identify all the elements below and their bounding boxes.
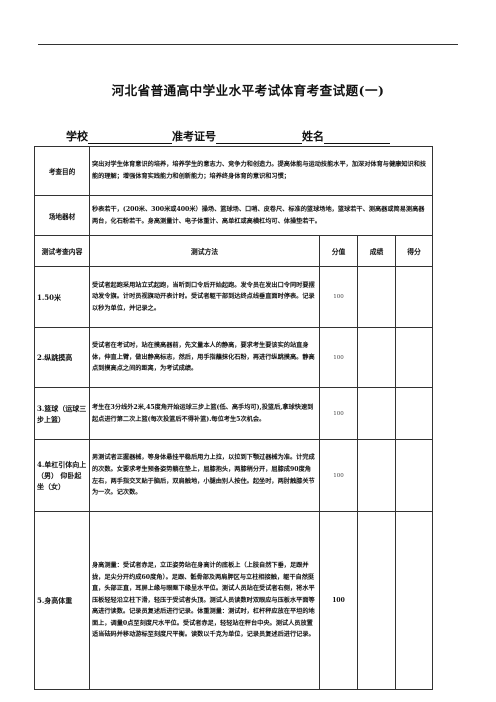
purpose-label: 考查目的 xyxy=(34,146,90,196)
table-row: 4.单杠引体向上（男） 仰卧起坐（女） 男测试者正握器械，等身体悬挂平稳后用力上… xyxy=(34,439,433,512)
row-method: 身高测量：受试者赤足，立正姿势站在身高计的底板上（上肢自然下垂，足跟并拢，足尖分… xyxy=(89,511,320,690)
row-points-cell[interactable] xyxy=(395,439,433,512)
col-header-points: 得分 xyxy=(395,235,433,267)
row-score: 100 xyxy=(319,511,358,690)
row-score: 100 xyxy=(319,327,358,388)
purpose-text: 突出对学生体育意识的培养，培养学生的意志力、竞争力和创造力。提高体能与运动技能水… xyxy=(89,146,433,196)
row-result-cell[interactable] xyxy=(357,327,396,388)
col-header-score: 分值 xyxy=(319,235,358,267)
row-score: 100 xyxy=(319,387,358,440)
row-item: 4.单杠引体向上（男） 仰卧起坐（女） xyxy=(34,439,90,512)
row-score: 100 xyxy=(319,439,358,512)
row-item: 2.纵跳摸高 xyxy=(34,327,90,388)
exam-number-blank[interactable] xyxy=(216,130,302,144)
school-blank[interactable] xyxy=(88,130,172,144)
row-method: 受试者在考试时，站在摸高器前，先文量本人的静高，要求考生要该实的站直身体，伸直上… xyxy=(89,327,320,388)
row-score: 100 xyxy=(319,266,358,328)
row-points-cell[interactable] xyxy=(395,387,433,440)
row-result-cell[interactable] xyxy=(357,439,396,512)
exam-table: 考查目的 突出对学生体育意识的培养，培养学生的意志力、竞争力和创造力。提高体能与… xyxy=(34,146,433,690)
row-points-cell[interactable] xyxy=(395,266,433,328)
row-result-cell[interactable] xyxy=(357,266,396,328)
school-label: 学校 xyxy=(66,130,88,143)
row-result-cell[interactable] xyxy=(357,511,396,690)
equipment-text: 秒表若干，(200米、300米或400米）操场、篮球场、口哨、皮卷尺、标准的篮球… xyxy=(89,195,433,236)
table-row: 2.纵跳摸高 受试者在考试时，站在摸高器前，先文量本人的静高，要求考生要该实的站… xyxy=(34,327,433,388)
row-item: 1.50米 xyxy=(34,266,90,328)
table-row: 5.身高体重 身高测量：受试者赤足，立正姿势站在身高计的底板上（上肢自然下垂，足… xyxy=(34,511,433,690)
exam-number-label: 准考证号 xyxy=(172,130,216,143)
table-row: 3.篮球（运球三步上篮） 考生在3分线外2米,45度角开始运球三步上篮(低、高手… xyxy=(34,387,433,440)
row-method: 受试者起跑采用站立式起跑，当听到口令后开始起跑。发令员在发出口令同时要摆动发令旗… xyxy=(89,266,320,328)
equipment-row: 场地器材 秒表若干，(200米、300米或400米）操场、篮球场、口哨、皮卷尺、… xyxy=(34,195,433,236)
col-header-content: 测试考查内容 xyxy=(34,235,90,267)
header-rule xyxy=(38,44,458,45)
name-blank[interactable] xyxy=(324,130,390,144)
col-header-result: 成绩 xyxy=(357,235,396,267)
row-method: 考生在3分线外2米,45度角开始运球三步上篮(低、高手均可),投篮后,拿球快速到… xyxy=(89,387,320,440)
row-item: 5.身高体重 xyxy=(34,511,90,690)
column-header-row: 测试考查内容 测试方法 分值 成绩 得分 xyxy=(34,235,433,267)
purpose-row: 考查目的 突出对学生体育意识的培养，培养学生的意志力、竞争力和创造力。提高体能与… xyxy=(34,146,433,196)
equipment-label: 场地器材 xyxy=(34,195,90,236)
name-label: 姓名 xyxy=(302,130,324,143)
col-header-method: 测试方法 xyxy=(89,235,320,267)
page-title: 河北省普通高中学业水平考试体育考查试题(一) xyxy=(111,83,385,98)
table-row: 1.50米 受试者起跑采用站立式起跑，当听到口令后开始起跑。发令员在发出口令同时… xyxy=(34,266,433,328)
row-result-cell[interactable] xyxy=(357,387,396,440)
row-method: 男测试者正握器械，等身体悬挂平稳后用力上拉，以拉到下颚过器械为准。计完成的次数。… xyxy=(89,439,320,512)
row-points-cell[interactable] xyxy=(395,511,433,690)
row-item: 3.篮球（运球三步上篮） xyxy=(34,387,90,440)
row-points-cell[interactable] xyxy=(395,327,433,388)
exam-info-line: 学校 准考证号 姓名 xyxy=(66,128,446,144)
